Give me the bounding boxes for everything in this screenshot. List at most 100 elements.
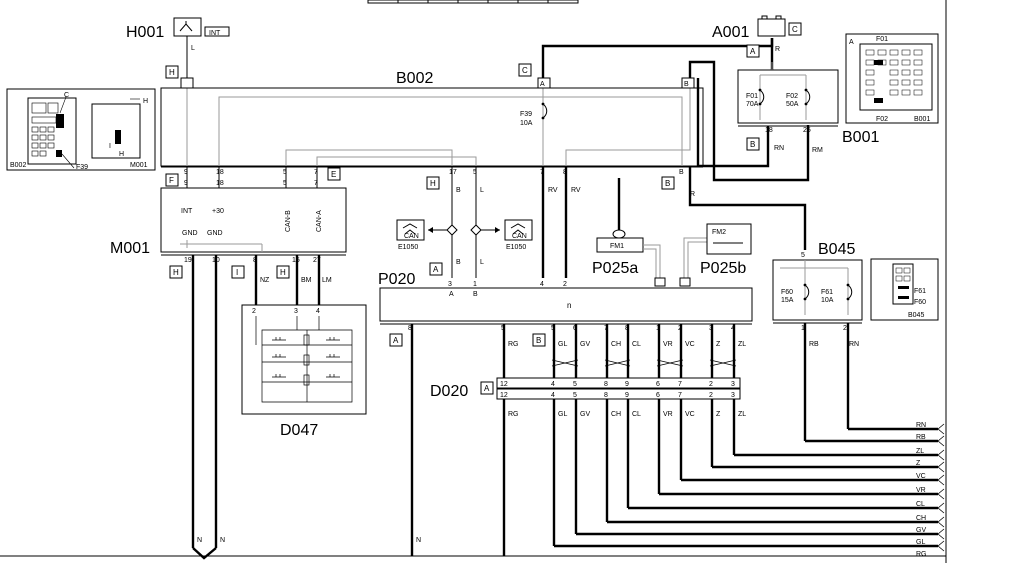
d047-pin-4: 4 — [316, 308, 320, 315]
b002-label: B002 — [396, 70, 433, 87]
top-tab-strip — [367, 0, 579, 4]
f61-rating: 10A — [821, 297, 834, 304]
m001-thumb-h-label: H — [143, 98, 148, 105]
b001-thumb-a: A — [849, 39, 854, 46]
d020-bot-2: 2 — [709, 392, 713, 399]
a001-label: A001 — [712, 24, 749, 41]
wire-ch-lower: CH — [611, 411, 621, 418]
p020-can-a: A — [449, 291, 454, 298]
d020-component: D020 A 12 4 5 8 9 6 7 2 3 12 4 5 8 9 6 7… — [430, 377, 741, 400]
wire-gv-upper: GV — [580, 341, 590, 348]
conn-f: F — [169, 176, 174, 185]
wire-rm-b001: RM — [812, 147, 823, 154]
b002-pin-17: 17 — [449, 169, 457, 176]
edge-wire-label-vr: VR — [916, 487, 926, 494]
d020-top-8: 8 — [604, 381, 608, 388]
m001-pin-9: 9 — [184, 180, 188, 187]
wire-ch-upper: CH — [611, 341, 621, 348]
d020-bot-8: 8 — [604, 392, 608, 399]
edge-wire-label-gv: GV — [916, 527, 926, 534]
edge-wire-label-z: Z — [916, 460, 921, 467]
wire-bm: BM — [301, 277, 312, 284]
p025b-label: P025b — [700, 260, 746, 277]
m001-30: +30 — [212, 208, 224, 215]
f02-label: F02 — [786, 93, 798, 100]
p025a-label: P025a — [592, 260, 638, 277]
m001-gnd1: GND — [182, 230, 198, 237]
conn-c-b002: C — [522, 66, 528, 75]
wire-vc-upper: VC — [685, 341, 695, 348]
f39-rating: 10A — [520, 120, 533, 127]
b045-thumb-name: B045 — [908, 312, 924, 319]
m001-pin-18: 18 — [216, 180, 224, 187]
h001-component: H001 INT L H 11 — [126, 17, 230, 88]
m001-thumb-name: M001 — [130, 162, 148, 169]
conn-b-p020: B — [536, 336, 541, 345]
d020-top-9: 9 — [625, 381, 629, 388]
p020-label: P020 — [378, 271, 415, 288]
p020-pin-2: 2 — [563, 281, 567, 288]
wire-cl-lower: CL — [632, 411, 641, 418]
d020-bot-3: 3 — [731, 392, 735, 399]
d020-top-3: 3 — [731, 381, 735, 388]
m001-pin-5: 5 — [283, 180, 287, 187]
d047-pin-2: 2 — [252, 308, 256, 315]
d020-bot-9: 9 — [625, 392, 629, 399]
b002-pin-9: 9 — [184, 169, 188, 176]
a001-component: A001 C R A — [712, 15, 802, 58]
d020-bot-4: 4 — [551, 392, 555, 399]
b045-pin-1: 1 — [801, 325, 805, 332]
wire-vc-lower: VC — [685, 411, 695, 418]
b002-pin-18: 18 — [216, 169, 224, 176]
wire-lm: LM — [322, 277, 332, 284]
wire-r-b045: R — [690, 191, 695, 198]
wire-zl-lower: ZL — [738, 411, 746, 418]
conn-h-h001: H — [169, 68, 175, 77]
e1050-right-label: E1050 — [506, 244, 526, 251]
wire-nz: NZ — [260, 277, 270, 284]
b045-pin-5: 5 — [801, 252, 805, 259]
b045-label: B045 — [818, 241, 855, 258]
p020-n: n — [567, 301, 571, 310]
edge-wire-label-rn: RN — [916, 422, 926, 429]
m001-label: M001 — [110, 240, 150, 257]
p020-pin-3: 3 — [448, 281, 452, 288]
p020-pin-4: 4 — [540, 281, 544, 288]
d020-top-7: 7 — [678, 381, 682, 388]
b045-thumb-f60: F60 — [914, 299, 926, 306]
wire-l-can: L — [480, 187, 484, 194]
wire-rb-b045: RB — [809, 341, 819, 348]
d020-top-12: 12 — [500, 381, 508, 388]
conn-e: E — [331, 170, 336, 179]
conn-a-d020: A — [484, 384, 490, 393]
conn-a-p020-bottom: A — [393, 336, 399, 345]
d047-pin-3: 3 — [294, 308, 298, 315]
wire-n-p020: N — [416, 537, 421, 544]
wire-rn-b001: RN — [774, 145, 784, 152]
edge-wire-label-vc: VC — [916, 473, 926, 480]
d020-top-2: 2 — [709, 381, 713, 388]
wire-l-can-2: L — [480, 259, 484, 266]
wire-zl-upper: ZL — [738, 341, 746, 348]
wire-gl-upper: GL — [558, 341, 567, 348]
m001-canb: CAN-B — [285, 210, 292, 232]
wire-rg-lower: RG — [508, 411, 519, 418]
wire-vr-lower: VR — [663, 411, 673, 418]
m001-cana: CAN-A — [316, 210, 323, 232]
edge-wire-label-cl: CL — [916, 501, 925, 508]
b002-thumb-f39-label: F39 — [76, 164, 88, 171]
h001-wire-l: L — [191, 45, 195, 52]
d020-top-4: 4 — [551, 381, 555, 388]
f60-label: F60 — [781, 289, 793, 296]
d020-label: D020 — [430, 383, 468, 400]
wire-rv-2: RV — [571, 187, 581, 194]
m001-thumb-h2-label: H — [119, 151, 124, 158]
edge-wire-label-gl: GL — [916, 539, 925, 546]
m001-thumb-i-label: I — [109, 143, 111, 150]
d047-component: 2 3 4 D047 — [241, 304, 367, 439]
d020-bot-12: 12 — [500, 392, 508, 399]
wire-rv-1: RV — [548, 187, 558, 194]
f39-label: F39 — [520, 111, 532, 118]
d020-bot-7: 7 — [678, 392, 682, 399]
p020-can-b: B — [473, 291, 478, 298]
